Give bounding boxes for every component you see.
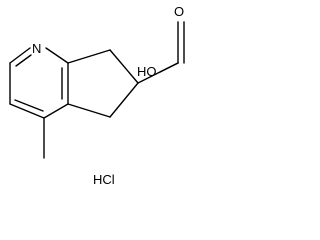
chemical-structure: N O HO HCl [9,4,185,187]
carbonyl-oxygen-label: O [174,4,184,19]
bond-c-oh [159,62,179,73]
carboxylic-acid-group [137,21,185,84]
bond-c2-n1 [9,47,31,64]
hydroxyl-label: HO [137,64,157,79]
bond-c5-c4a [67,103,111,118]
bond-c2-n1-inner [15,54,32,67]
bond-c4-c3-inner [14,99,44,112]
bond-c4a-c4 [43,103,69,119]
cyclopentane-ring [67,49,139,118]
nitrogen-label: N [32,41,41,56]
bond-c6-c5 [109,82,139,118]
hydrochloride-salt-label: HCl [93,172,115,187]
bond-n1-c7a [45,47,69,64]
pyridine-ring [9,47,69,119]
bond-c4-c3 [9,103,45,119]
bond-c7-c6 [109,49,139,84]
bond-c7a-c7 [67,49,111,64]
